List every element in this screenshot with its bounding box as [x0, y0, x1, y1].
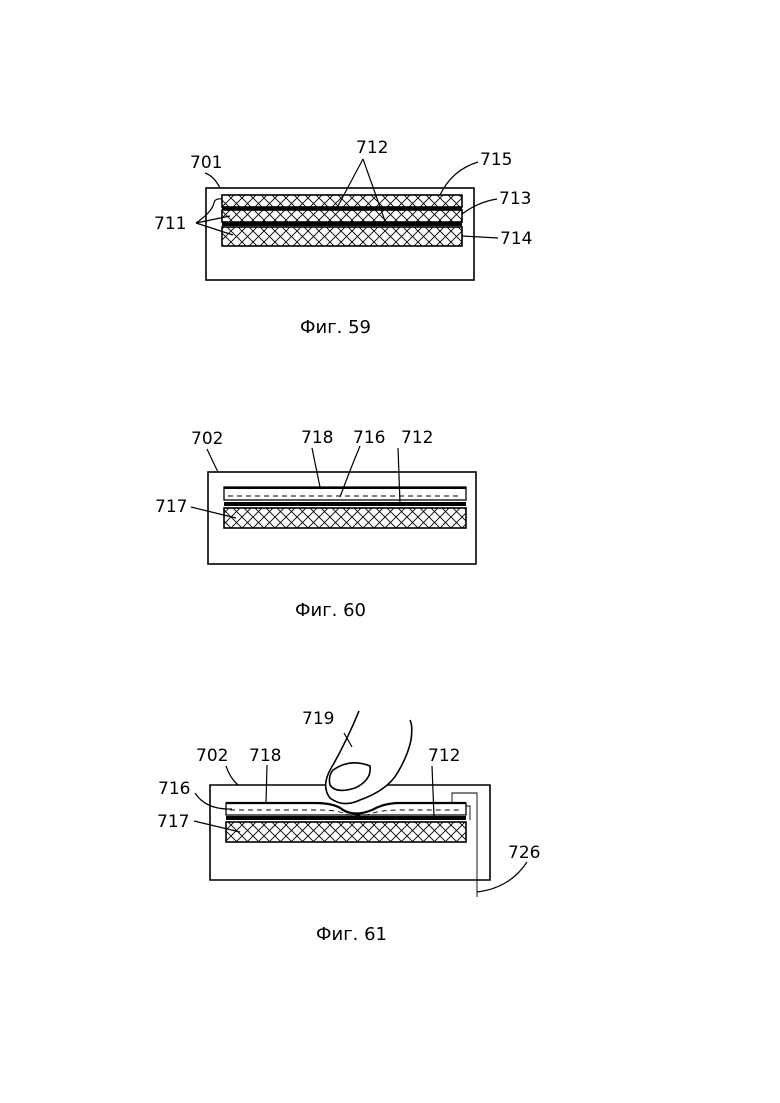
- label-714: 714: [500, 229, 532, 249]
- label-702: 702: [191, 429, 223, 449]
- leader-711a: [196, 199, 222, 223]
- leader-718: [266, 765, 267, 803]
- label-718: 718: [249, 746, 281, 766]
- film-718-deformed: [226, 803, 466, 815]
- label-711: 711: [154, 214, 186, 234]
- figure-59: 701 712 715 713 711 714 Фиг. 59: [154, 138, 532, 338]
- conductive-layer-712: [226, 816, 466, 820]
- label-712: 712: [356, 138, 388, 158]
- label-701: 701: [190, 153, 222, 173]
- label-717: 717: [157, 812, 189, 832]
- label-702: 702: [196, 746, 228, 766]
- label-712: 712: [428, 746, 460, 766]
- label-715: 715: [480, 150, 512, 170]
- layer-714: [222, 227, 462, 246]
- separator-712-bottom: [222, 222, 462, 226]
- label-717: 717: [155, 497, 187, 517]
- leader-715: [440, 162, 478, 195]
- label-719: 719: [302, 709, 334, 729]
- leader-702: [226, 766, 238, 785]
- film-718-top-edge: [224, 487, 466, 489]
- base-layer-717: [226, 822, 466, 842]
- finger-719: [326, 711, 412, 804]
- caption-figure-61: Фиг. 61: [316, 924, 387, 945]
- label-716: 716: [158, 779, 190, 799]
- leader-701: [205, 173, 220, 188]
- label-716: 716: [353, 428, 385, 448]
- layer-713: [222, 210, 462, 222]
- caption-figure-60: Фиг. 60: [295, 600, 366, 621]
- label-712: 712: [401, 428, 433, 448]
- figure-61: 719 702 718 712 716 717 726 Фиг. 61: [157, 709, 540, 945]
- leader-714: [462, 236, 498, 238]
- figure-60: 702 718 716 712 717 Фиг. 60: [155, 428, 476, 621]
- label-726: 726: [508, 843, 540, 863]
- label-713: 713: [499, 189, 531, 209]
- conductive-layer-712: [224, 502, 466, 506]
- caption-figure-59: Фиг. 59: [300, 317, 371, 338]
- leader-726: [477, 862, 527, 892]
- leader-713: [462, 199, 497, 214]
- leader-702: [207, 449, 218, 472]
- base-layer-717: [224, 508, 466, 528]
- leader-718: [312, 448, 320, 487]
- label-718: 718: [301, 428, 333, 448]
- layer-715: [222, 195, 462, 207]
